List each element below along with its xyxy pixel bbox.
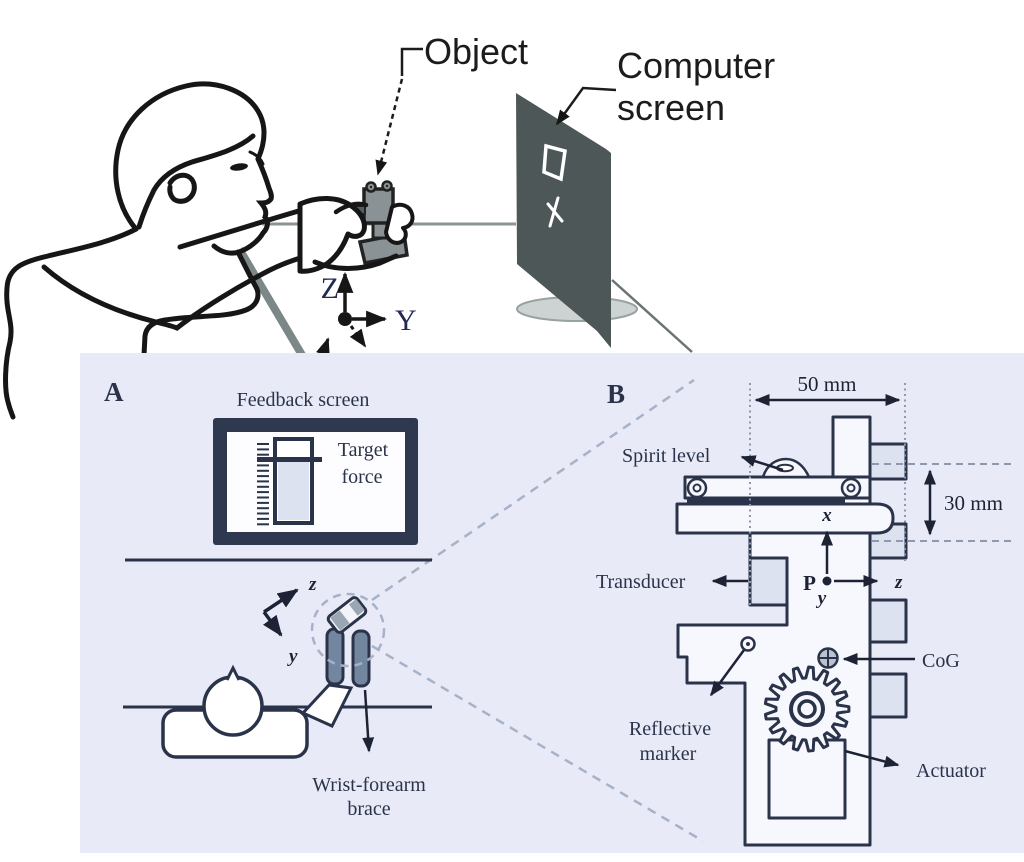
p-x-label: x <box>821 505 832 526</box>
lower-arm-edge <box>41 247 335 331</box>
target-force-line <box>257 457 322 462</box>
computer-screen-label-1: Computer <box>617 45 775 86</box>
tick-scale <box>257 443 269 526</box>
panel-a-z-label: z <box>308 574 317 595</box>
thumb <box>333 201 369 215</box>
brace-cuff-right <box>351 629 371 688</box>
object-label: Object <box>424 31 528 72</box>
nose-top-view <box>225 664 241 681</box>
dim-30mm-extension-lines <box>872 463 1016 542</box>
person-body-fill <box>12 84 271 418</box>
eye <box>230 163 248 171</box>
panel-a-y-label: y <box>287 646 298 667</box>
palm <box>297 196 367 274</box>
force-bar-fill <box>278 462 309 520</box>
cog-label: CoG <box>922 650 960 672</box>
fingertips <box>384 202 415 245</box>
neck-front <box>235 249 260 292</box>
feedback-monitor-screen <box>227 432 405 532</box>
panel-b-letter: B <box>607 379 625 409</box>
panel-a: A Feedback screen Target force <box>104 377 432 820</box>
computer-screen <box>516 93 611 348</box>
target-force-label-2: force <box>341 466 382 488</box>
reflective-marker-label-2: marker <box>640 743 697 765</box>
p-y-label: y <box>816 588 827 609</box>
panel-a-letter: A <box>104 377 124 407</box>
reflective-marker-label-1: Reflective <box>629 718 711 740</box>
torso-front <box>141 286 261 358</box>
panel-a-axes <box>262 588 299 637</box>
dim-30mm-label: 30 mm <box>944 491 1003 515</box>
transducer-block <box>748 556 789 607</box>
mount-plate <box>675 502 895 535</box>
person-figure <box>3 81 335 420</box>
eyebrow <box>248 150 265 166</box>
object-callout-elbow <box>400 47 423 76</box>
screen-callout-arrow <box>555 86 617 126</box>
feedback-screen-title: Feedback screen <box>237 389 370 411</box>
x-axis-lower-arrow <box>316 337 330 357</box>
axes-origin <box>338 312 352 326</box>
screen-cursor-x <box>546 196 564 228</box>
spirit-level-label: Spirit level <box>622 445 711 467</box>
hand <box>297 196 415 274</box>
reflective-marker-circle <box>740 636 756 652</box>
spirit-level-arrow <box>740 455 784 472</box>
zoom-connector-lines <box>371 378 704 843</box>
screen-target-square <box>542 143 567 182</box>
brace-callout-arrow <box>362 689 375 753</box>
y-axis-label: Y <box>395 304 417 337</box>
table-edge-right <box>611 279 693 353</box>
upper-arm-edge <box>177 204 315 250</box>
arm-top-view <box>300 683 354 728</box>
apparatus <box>675 415 908 847</box>
x-axis-dashed-arrow <box>349 325 367 348</box>
p-origin-dot <box>822 576 832 586</box>
head-outline <box>113 81 267 232</box>
lower-fingers <box>312 253 399 271</box>
target-force-label-1: Target <box>338 439 389 461</box>
contact-squares <box>868 442 908 719</box>
computer-screen-label-2: screen <box>617 87 725 128</box>
screws <box>686 477 862 499</box>
zoom-circle <box>310 592 386 668</box>
top-scene: Z Y Object Computer screen <box>3 31 775 420</box>
actuator-housing <box>767 738 847 820</box>
cog-marker <box>817 647 839 669</box>
dim-50mm-label: 50 mm <box>798 372 857 396</box>
face-profile <box>211 156 274 256</box>
dark-strip <box>687 498 845 504</box>
ear <box>167 172 197 204</box>
head-top-view <box>202 675 264 737</box>
brace-label-2: brace <box>347 798 390 820</box>
actuator-arrow <box>844 749 900 768</box>
global-axes <box>316 271 388 357</box>
torso-back <box>3 226 139 420</box>
brace-label-1: Wrist-forearm <box>312 774 426 796</box>
reference-dotted-lines <box>749 383 906 605</box>
gear-hub-inner <box>797 699 817 719</box>
actuator-label: Actuator <box>916 760 986 782</box>
z-axis-label: Z <box>321 272 339 305</box>
panel-b: B <box>596 372 1016 847</box>
hairline <box>136 133 256 230</box>
transducer-label: Transducer <box>596 571 686 593</box>
brace-object <box>326 596 368 634</box>
reflective-marker-arrow <box>709 649 746 697</box>
object-callout-arrow <box>375 78 404 176</box>
p-label: P <box>803 571 816 595</box>
brace-cuff-left <box>325 627 345 686</box>
p-z-label: z <box>894 572 903 593</box>
